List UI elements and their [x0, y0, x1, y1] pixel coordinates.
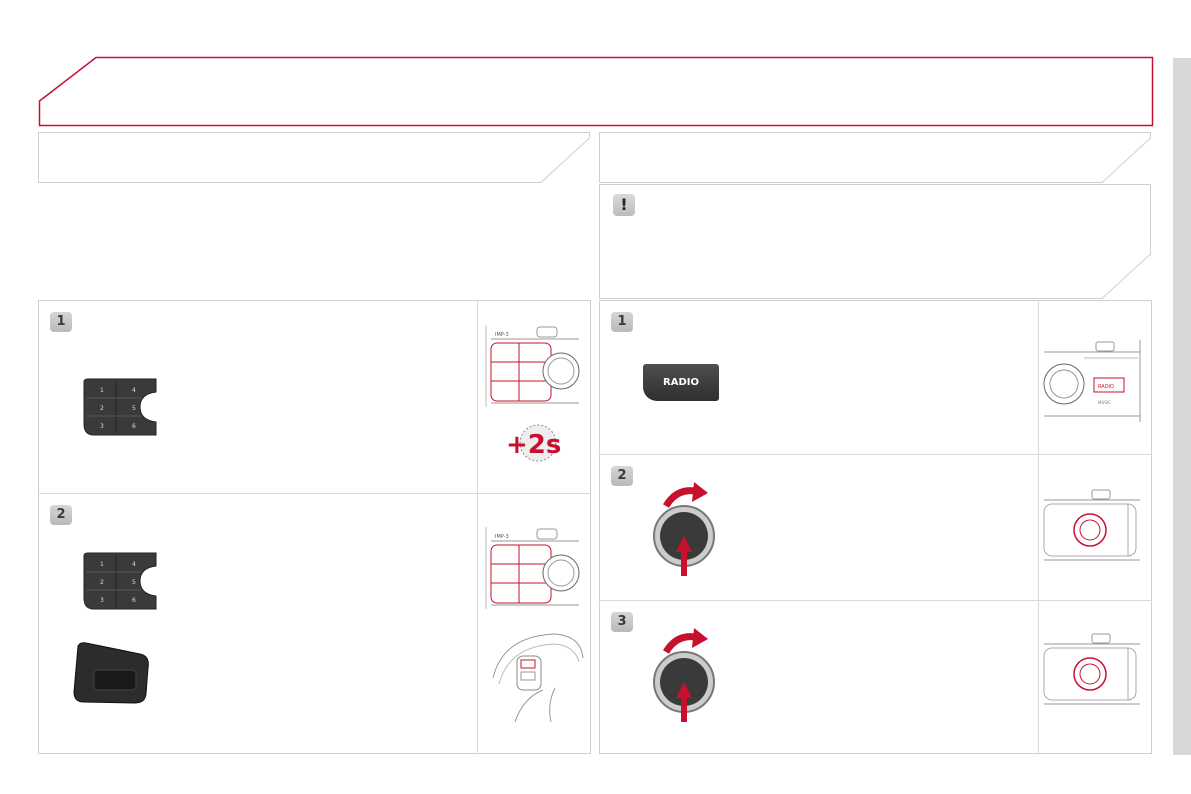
rotary-knob-icon[interactable]	[648, 476, 722, 580]
steering-wheel-sketch	[492, 633, 584, 723]
keypad-key: 6	[132, 597, 136, 604]
page-side-strip	[1173, 58, 1191, 755]
left-step-1-badge: 1	[50, 312, 72, 332]
keypad-key: 2	[100, 579, 104, 586]
right-step-2-badge: 2	[611, 466, 633, 486]
warning-icon: !	[613, 194, 635, 216]
svg-text:IMP-3: IMP-3	[495, 332, 509, 338]
right-panel-row-divider	[599, 454, 1152, 455]
left-panel-column-divider	[477, 300, 478, 754]
right-step-1-badge: 1	[611, 312, 633, 332]
steering-wheel-button-icon	[73, 642, 149, 704]
section-header-banner	[38, 56, 1154, 127]
keypad-key: 4	[132, 387, 136, 394]
keypad-key: 3	[100, 423, 104, 430]
svg-text:MUSIC: MUSIC	[1098, 400, 1111, 405]
console-knob-sketch	[1043, 633, 1140, 705]
keypad-key: 1	[100, 561, 104, 568]
right-panel-row-divider	[599, 600, 1152, 601]
right-panel-column-divider	[1038, 300, 1039, 754]
radio-button[interactable]: RADIO	[643, 364, 719, 401]
keypad-key: 4	[132, 561, 136, 568]
svg-text:RADIO: RADIO	[1098, 384, 1114, 390]
keypad-key: 5	[132, 579, 136, 586]
press-duration-icon: +2s	[506, 424, 561, 462]
left-title-box	[38, 132, 590, 183]
console-preset-sketch: IMP-3	[485, 325, 580, 407]
keypad-key: 2	[100, 405, 104, 412]
svg-text:+2s: +2s	[506, 430, 561, 460]
left-panel-row-divider	[38, 493, 591, 494]
keypad-key: 1	[100, 387, 104, 394]
keypad-key: 6	[132, 423, 136, 430]
console-preset-sketch: IMP-3	[485, 527, 580, 609]
console-knob-sketch	[1043, 489, 1140, 561]
preset-keypad-icon: 1 4 2 5 3 6	[83, 378, 157, 436]
keypad-key: 5	[132, 405, 136, 412]
right-title-box	[599, 132, 1151, 183]
keypad-key: 3	[100, 597, 104, 604]
svg-text:IMP-3: IMP-3	[495, 534, 509, 540]
console-radio-sketch: RADIO MUSIC	[1043, 340, 1141, 422]
right-step-3-badge: 3	[611, 612, 633, 632]
preset-keypad-icon: 1 4 2 5 3 6	[83, 552, 157, 610]
rotary-knob-icon[interactable]	[648, 622, 722, 726]
warning-box	[599, 184, 1151, 299]
left-step-2-badge: 2	[50, 505, 72, 525]
